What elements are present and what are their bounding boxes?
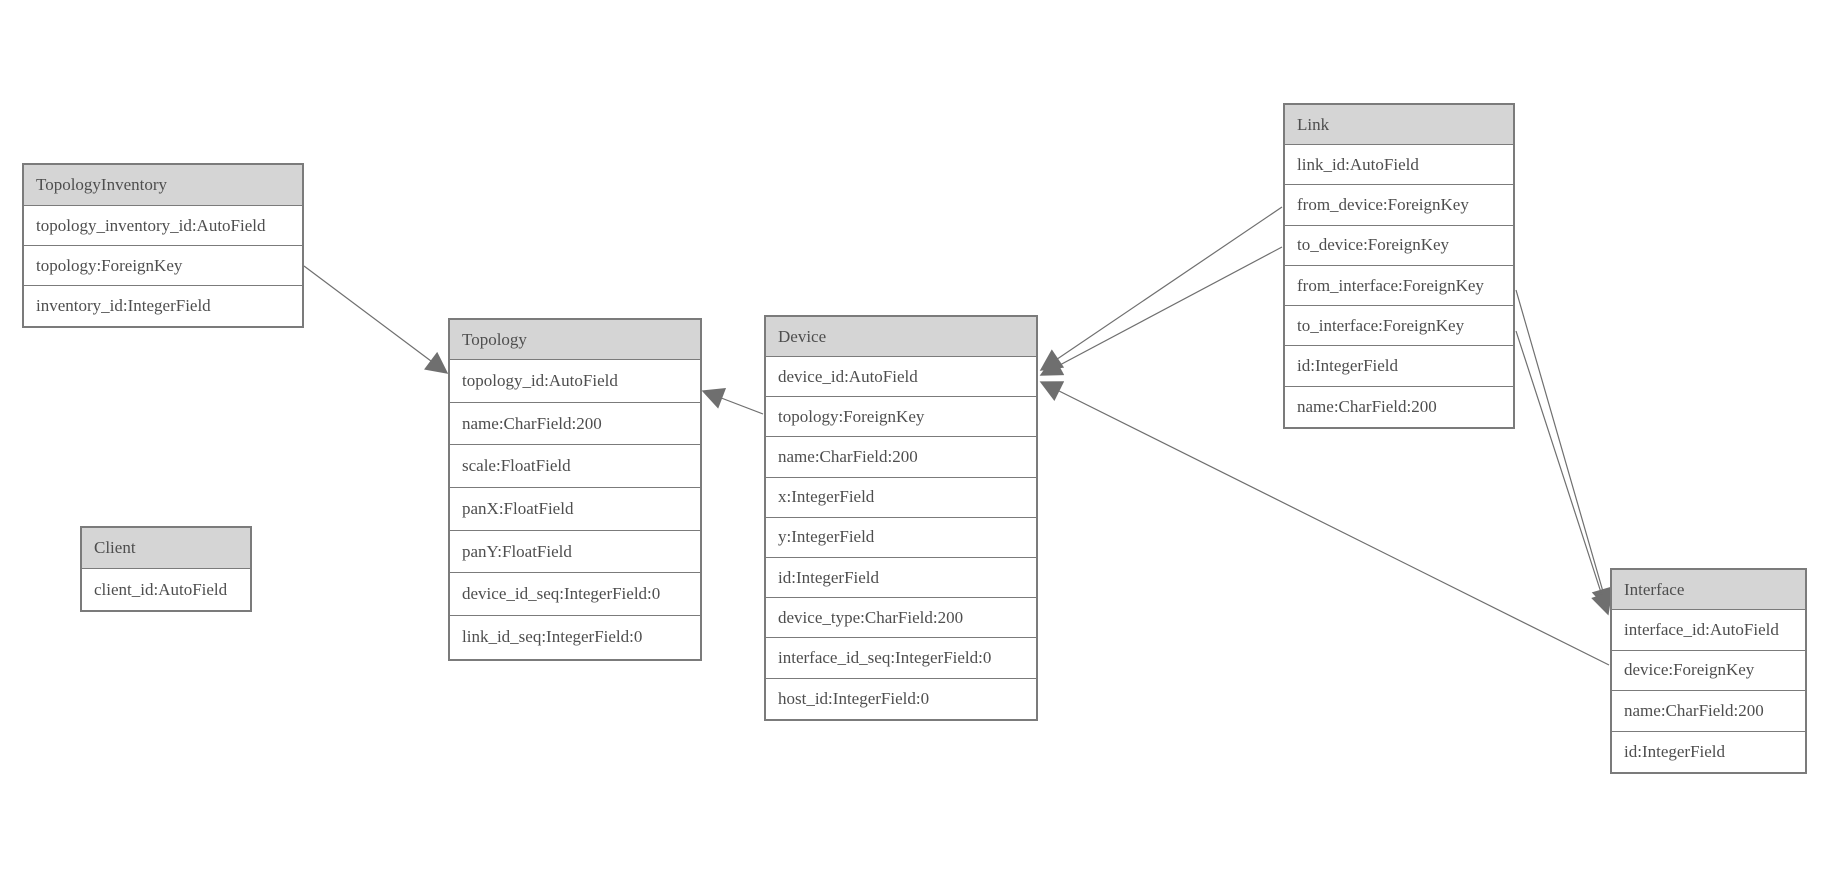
entity-topology-inventory-title: TopologyInventory (24, 165, 302, 206)
entity-device-field-name: name:CharField:200 (766, 437, 1036, 478)
relation-link-from-interface-interface (1515, 289, 1613, 611)
entity-link-field-id: id:IntegerField (1285, 346, 1513, 387)
entity-topology-inventory-field-topology_inventory_id: topology_inventory_id:AutoField (24, 206, 302, 246)
entity-interface-title: Interface (1612, 570, 1805, 610)
entity-device-field-device_id: device_id:AutoField (766, 357, 1036, 398)
entity-link-field-from_interface: from_interface:ForeignKey (1285, 265, 1513, 307)
entity-link-field-to_interface: to_interface:ForeignKey (1285, 306, 1513, 347)
entity-device-field-interface_id_seq: interface_id_seq:IntegerField:0 (766, 638, 1036, 679)
entity-link-field-to_device: to_device:ForeignKey (1285, 225, 1513, 266)
entity-device-field-x: x:IntegerField (766, 477, 1036, 518)
entity-link-field-from_device: from_device:ForeignKey (1285, 185, 1513, 226)
entity-device-field-device_type: device_type:CharField:200 (766, 598, 1036, 639)
relation-link-from-device-device (1039, 206, 1283, 371)
entity-interface-field-interface_id: interface_id:AutoField (1612, 610, 1805, 651)
relation-topology-inventory-topology (303, 265, 449, 374)
entity-topology-field-topology_id: topology_id:AutoField (450, 360, 700, 403)
entity-topology-title: Topology (450, 320, 700, 360)
entity-link-title: Link (1285, 105, 1513, 145)
entity-topology-field-device_id_seq: device_id_seq:IntegerField:0 (450, 573, 700, 617)
entity-client-field-client_id: client_id:AutoField (82, 569, 250, 610)
entity-device-field-id: id:IntegerField (766, 557, 1036, 599)
entity-topology-field-panY: panY:FloatField (450, 530, 700, 574)
entity-client-title: Client (82, 528, 250, 569)
entity-link-field-name: name:CharField:200 (1285, 386, 1513, 428)
entity-device-title: Device (766, 317, 1036, 357)
entity-device-field-host_id: host_id:IntegerField:0 (766, 678, 1036, 719)
relation-link-to-interface-interface (1515, 330, 1613, 616)
entity-topology-field-name: name:CharField:200 (450, 402, 700, 446)
relation-device-topology (701, 388, 764, 415)
entity-device-field-topology: topology:ForeignKey (766, 397, 1036, 438)
entity-topology-field-link_id_seq: link_id_seq:IntegerField:0 (450, 616, 700, 659)
entity-device-field-y: y:IntegerField (766, 517, 1036, 558)
entity-interface-field-id: id:IntegerField (1612, 731, 1805, 772)
entity-interface-field-device: device:ForeignKey (1612, 650, 1805, 691)
entity-interface-field-name: name:CharField:200 (1612, 691, 1805, 732)
entity-topology-field-panX: panX:FloatField (450, 488, 700, 531)
relation-link-to-device-device (1039, 246, 1283, 376)
entity-topology-inventory-field-topology: topology:ForeignKey (24, 246, 302, 286)
entity-link-field-link_id: link_id:AutoField (1285, 145, 1513, 186)
entity-topology-field-scale: scale:FloatField (450, 445, 700, 489)
entity-topology-inventory-field-inventory_id: inventory_id:IntegerField (24, 286, 302, 326)
